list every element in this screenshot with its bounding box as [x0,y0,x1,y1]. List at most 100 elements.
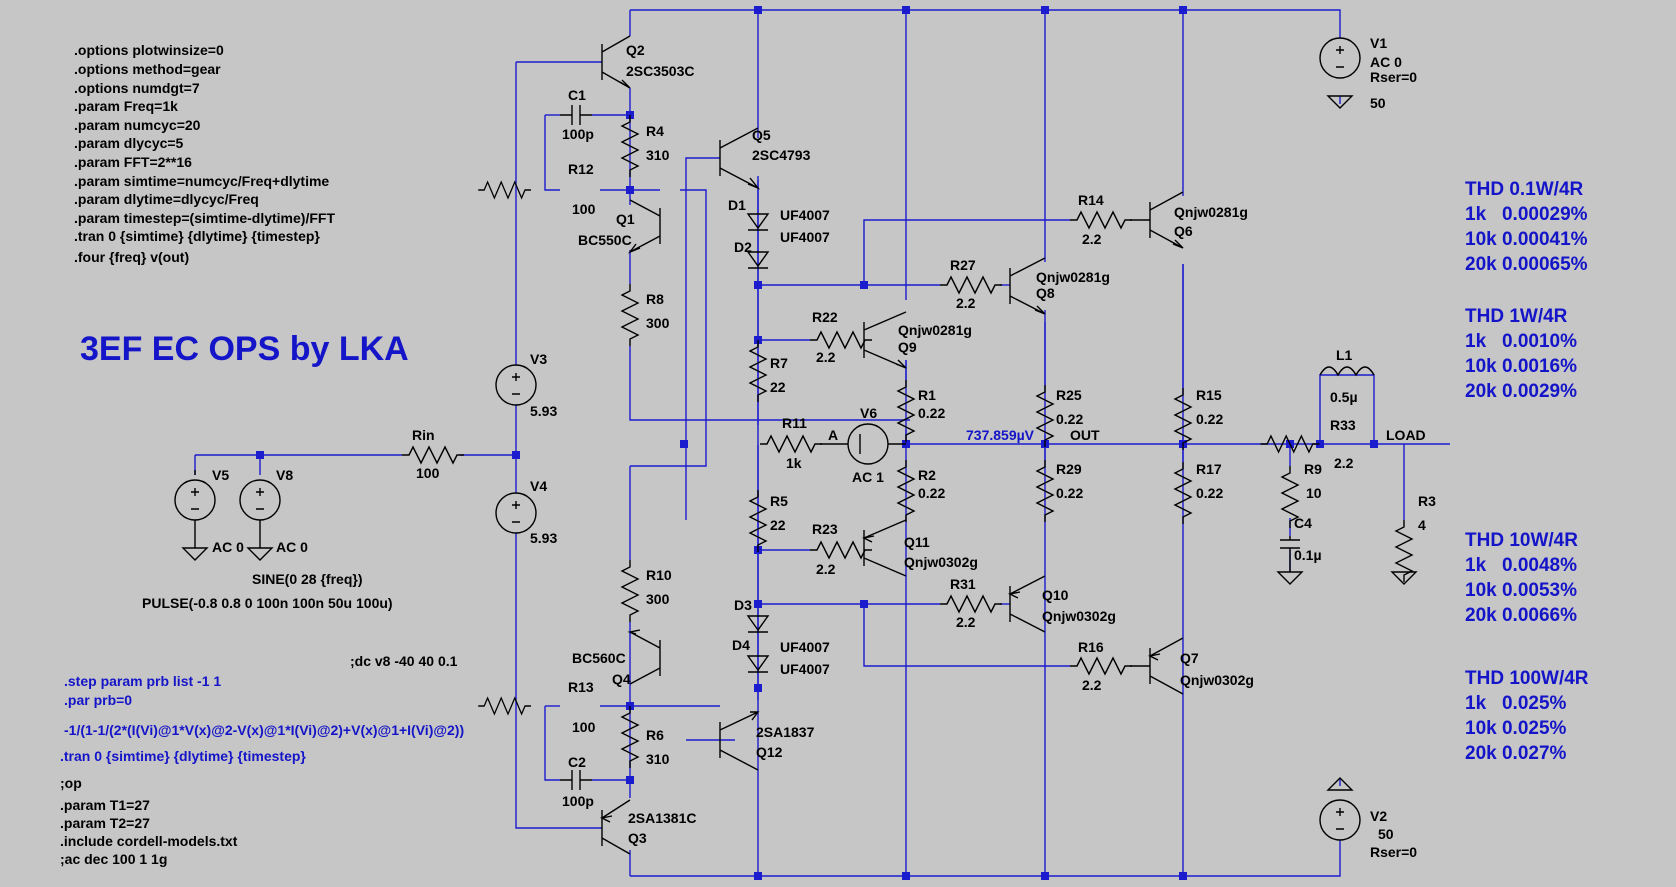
thd-row: 10k 0.0016% [1465,356,1577,377]
directive-op: ;op [60,775,82,791]
r14-value: 2.2 [1082,231,1102,247]
directive-step: .step param prb list -1 1 [64,673,221,689]
v8-name: V8 [276,467,293,483]
c4-name: C4 [1294,515,1312,531]
q1-name: Q1 [616,211,635,227]
thd-row: 20k 0.0029% [1465,381,1577,402]
net-load-label: LOAD [1386,427,1426,443]
thd-table-title: THD 100W/4R [1465,668,1589,689]
spice-directives: .options plotwinsize=0 .options method=g… [74,42,335,265]
r25-value: 0.22 [1056,411,1083,427]
q10-model: Qnjw0302g [1042,608,1116,624]
v1-name: V1 [1370,35,1387,51]
directive-line: .options method=gear [74,61,221,77]
r6-value: 310 [646,751,670,767]
q11-model: Qnjw0302g [904,554,978,570]
r14-name: R14 [1078,192,1104,208]
r9-name: R9 [1304,461,1322,477]
r11-name: R11 [782,415,807,431]
q9-name: Q9 [898,339,917,355]
r33-name: R33 [1330,417,1356,433]
r23-name: R23 [812,521,838,537]
r4-name: R4 [646,123,664,139]
r2-name: R2 [918,467,936,483]
d1-model: UF4007 [780,207,830,223]
directive-line: .options plotwinsize=0 [74,42,224,58]
r8-value: 300 [646,315,670,331]
r5-name: R5 [770,493,788,509]
thd-row: 1k 0.025% [1465,693,1567,714]
r31-value: 2.2 [956,614,976,630]
c1-value: 100p [562,126,594,142]
directive-t1: .param T1=27 [60,797,150,813]
d4-model: UF4007 [780,661,830,677]
thd-row: 1k 0.0010% [1465,331,1577,352]
thd-row: 20k 0.0066% [1465,605,1577,626]
q3-model: 2SA1381C [628,810,697,826]
v1-value: AC 0 [1370,54,1402,70]
v5-name: V5 [212,467,229,483]
net-out-label: OUT [1070,427,1100,443]
thd-row: 10k 0.025% [1465,718,1567,739]
v2-value: 50 [1378,826,1394,842]
r7-value: 22 [770,379,786,395]
q12-model: 2SA1837 [756,724,815,740]
r10-value: 300 [646,591,670,607]
r29-name: R29 [1056,461,1082,477]
r15-value: 0.22 [1196,411,1223,427]
directive-par: .par prb=0 [64,692,132,708]
directive-line: .tran 0 {simtime} {dlytime} {timestep} [74,228,320,244]
d1-name: D1 [728,197,746,213]
d3-model: UF4007 [780,639,830,655]
v1-rser: Rser=0 [1370,69,1417,85]
r7-name: R7 [770,355,788,371]
r16-value: 2.2 [1082,677,1102,693]
r2-value: 0.22 [918,485,945,501]
q7-model: Qnjw0302g [1180,672,1254,688]
r31-name: R31 [950,576,976,592]
r13-name: R13 [568,679,594,695]
q11-name: Q11 [904,534,930,550]
thd-results: THD 0.1W/4R 1k 0.00029% 10k 0.00041% 20k… [1465,179,1589,764]
r27-name: R27 [950,257,976,273]
component-labels: V5 AC 0 V8 AC 0 SINE(0 28 {freq}) PULSE(… [142,35,1436,860]
junction-dots [256,6,1378,880]
v4-value: 5.93 [530,530,557,546]
q6-model: Qnjw0281g [1174,204,1248,220]
thd-table-title: THD 10W/4R [1465,530,1578,551]
v5-value: AC 0 [212,539,244,555]
lower-directives: ;dc v8 -40 40 0.1 .step param prb list -… [60,653,464,867]
c2-value: 100p [562,793,594,809]
r3-value: 4 [1418,517,1426,533]
q2-model: 2SC3503C [626,63,695,79]
v4-name: V4 [530,478,547,494]
v2-rser: Rser=0 [1370,844,1417,860]
q1-model: BC550C [578,232,632,248]
directive-line: .param FFT=2**16 [74,154,192,170]
r12-name: R12 [568,161,594,177]
rin-value: 100 [416,465,440,481]
out-voltage-readout: 737.859µV [966,427,1035,443]
directive-line: .options numdgt=7 [74,80,200,96]
q8-name: Q8 [1036,285,1055,301]
q4-name: Q4 [612,671,631,687]
v2-name: V2 [1370,808,1387,824]
directive-ac: ;ac dec 100 1 1g [60,851,167,867]
q12-name: Q12 [756,744,783,760]
thd-row: 20k 0.027% [1465,743,1567,764]
q6-name: Q6 [1174,223,1193,239]
v3-value: 5.93 [530,403,557,419]
q4-model: BC560C [572,650,626,666]
r10-name: R10 [646,567,672,583]
q7-name: Q7 [1180,650,1199,666]
directive-include: .include cordell-models.txt [60,833,238,849]
wires [194,9,1450,877]
directive-dc: ;dc v8 -40 40 0.1 [350,653,458,669]
r12-value: 100 [572,201,596,217]
r23-value: 2.2 [816,561,836,577]
thd-row: 10k 0.0053% [1465,580,1577,601]
q5-name: Q5 [752,127,771,143]
r1-name: R1 [918,387,936,403]
schematic-title: 3EF EC OPS by LKA [80,330,409,368]
